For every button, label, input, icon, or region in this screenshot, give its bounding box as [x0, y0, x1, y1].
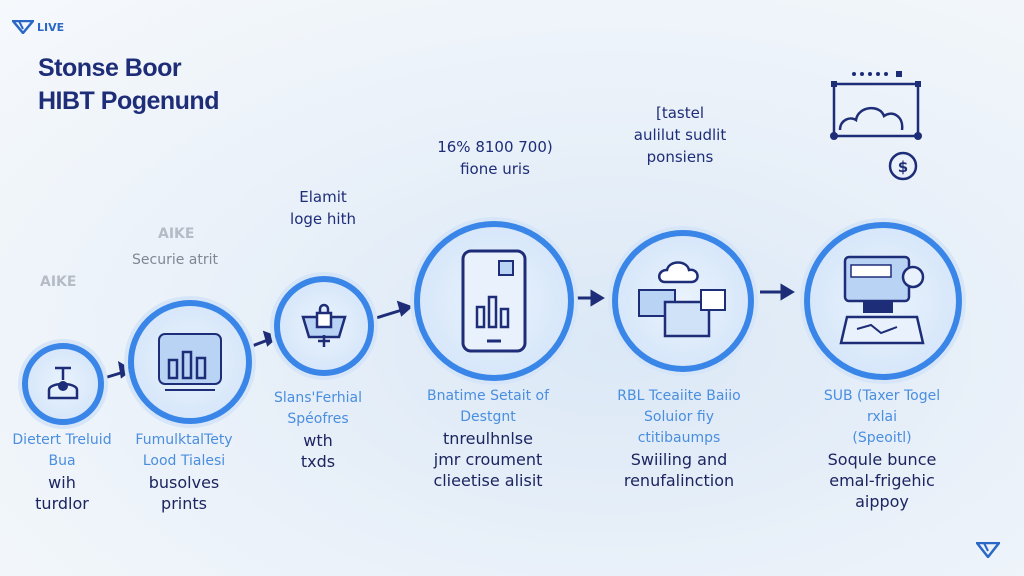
note-3: [tastel aulilut sudlit ponsiens: [610, 102, 750, 168]
step-1-caption: Dietert Treluid Bua wih turdlor: [0, 430, 124, 514]
cloud-frame-icon: $: [830, 71, 922, 181]
note-line: loge hith: [290, 210, 356, 228]
caption-text: busolves: [148, 473, 220, 492]
step-5-circle: [612, 230, 754, 372]
caption-text: wih: [48, 473, 76, 492]
caption-title: Spéofres: [287, 411, 349, 427]
caption-title: Bua: [48, 453, 76, 469]
faint-label: AIKE: [158, 226, 195, 242]
caption-title: FumulktalTety: [135, 432, 233, 448]
caption-text: emal-frigehic: [829, 471, 935, 490]
caption-title: RBL Tceaiite Baiio: [617, 388, 741, 404]
bar-chart-icon: [158, 333, 222, 391]
caption-title: rxlai: [866, 409, 898, 425]
title-line-1: Stonse Boor: [38, 54, 182, 82]
caption-title: Bnatime Setait of: [426, 388, 550, 404]
caption-text: txds: [300, 452, 336, 471]
step-3-circle: [274, 276, 374, 376]
note-1: Elamit loge hith: [268, 186, 378, 230]
step-5-caption: RBL Tceaiite Baiio Soluior fiy ctitibaum…: [596, 386, 762, 491]
tablet-chart-icon: [461, 249, 527, 353]
corner-logo-icon: [976, 542, 1000, 558]
caption-title: Lood Tialesi: [142, 453, 226, 469]
cloud-monitor-icon: [638, 261, 726, 338]
note-line: aulilut sudlit: [633, 126, 727, 144]
title-line-2: HIBT Pogenund: [38, 87, 219, 115]
note-line: [tastel: [655, 104, 705, 122]
caption-text: tnreulhnlse: [443, 429, 533, 448]
caption-title: SUB (Taxer Togel: [823, 388, 941, 404]
caption-text: wth: [303, 431, 333, 450]
brand-logo: LIVE: [12, 20, 64, 34]
svg-text:$: $: [898, 158, 908, 176]
step-2-caption: FumulktalTety Lood Tialesi busolves prin…: [128, 430, 240, 514]
caption-text: turdlor: [35, 494, 89, 513]
step-6-circle: [804, 222, 962, 380]
caption-text: aippoy: [855, 492, 909, 511]
caption-title: Soluior fiy: [644, 409, 714, 425]
subtitle-label: Securie atrit: [132, 252, 218, 268]
faint-label: AIKE: [40, 274, 77, 290]
caption-text: clieetise alisit: [433, 471, 543, 490]
step-6-caption: SUB (Taxer Togel rxlai (Speoitl) Soqule …: [796, 386, 968, 512]
lock-shield-icon: [301, 303, 347, 347]
step-1-circle: [22, 343, 104, 425]
step-4-caption: Bnatime Setait of Destgnt tnreulhnlse jm…: [408, 386, 568, 491]
note-line: Elamit: [299, 188, 347, 206]
note-2: 16% 8100 700) fione uris: [420, 136, 570, 180]
caption-text: Swiiling and: [630, 450, 728, 469]
caption-text: Soqule bunce: [827, 450, 937, 469]
note-line: ponsiens: [646, 148, 714, 166]
note-line: fione uris: [460, 160, 530, 178]
logo-icon: [12, 20, 34, 34]
caption-title: Destgnt: [460, 409, 516, 425]
caption-title: (Speoitl): [852, 430, 912, 446]
caption-text: jmr croument: [433, 450, 543, 469]
step-4-circle: [414, 221, 574, 381]
caption-text: prints: [161, 494, 207, 513]
workstation-icon: [839, 255, 925, 345]
logo-text: LIVE: [37, 20, 65, 34]
caption-title: Dietert Treluid: [12, 432, 112, 448]
step-2-circle: [128, 300, 252, 424]
step-3-caption: Slans'Ferhial Spéofres wth txds: [252, 388, 384, 472]
valve-icon: [47, 366, 79, 400]
caption-text: renufalinction: [623, 471, 735, 490]
caption-title: ctitibaumps: [637, 430, 721, 446]
note-line: 16% 8100 700): [437, 138, 553, 156]
page-title: Stonse Boor HIBT Pogenund: [38, 52, 219, 118]
caption-title: Slans'Ferhial: [273, 390, 362, 406]
